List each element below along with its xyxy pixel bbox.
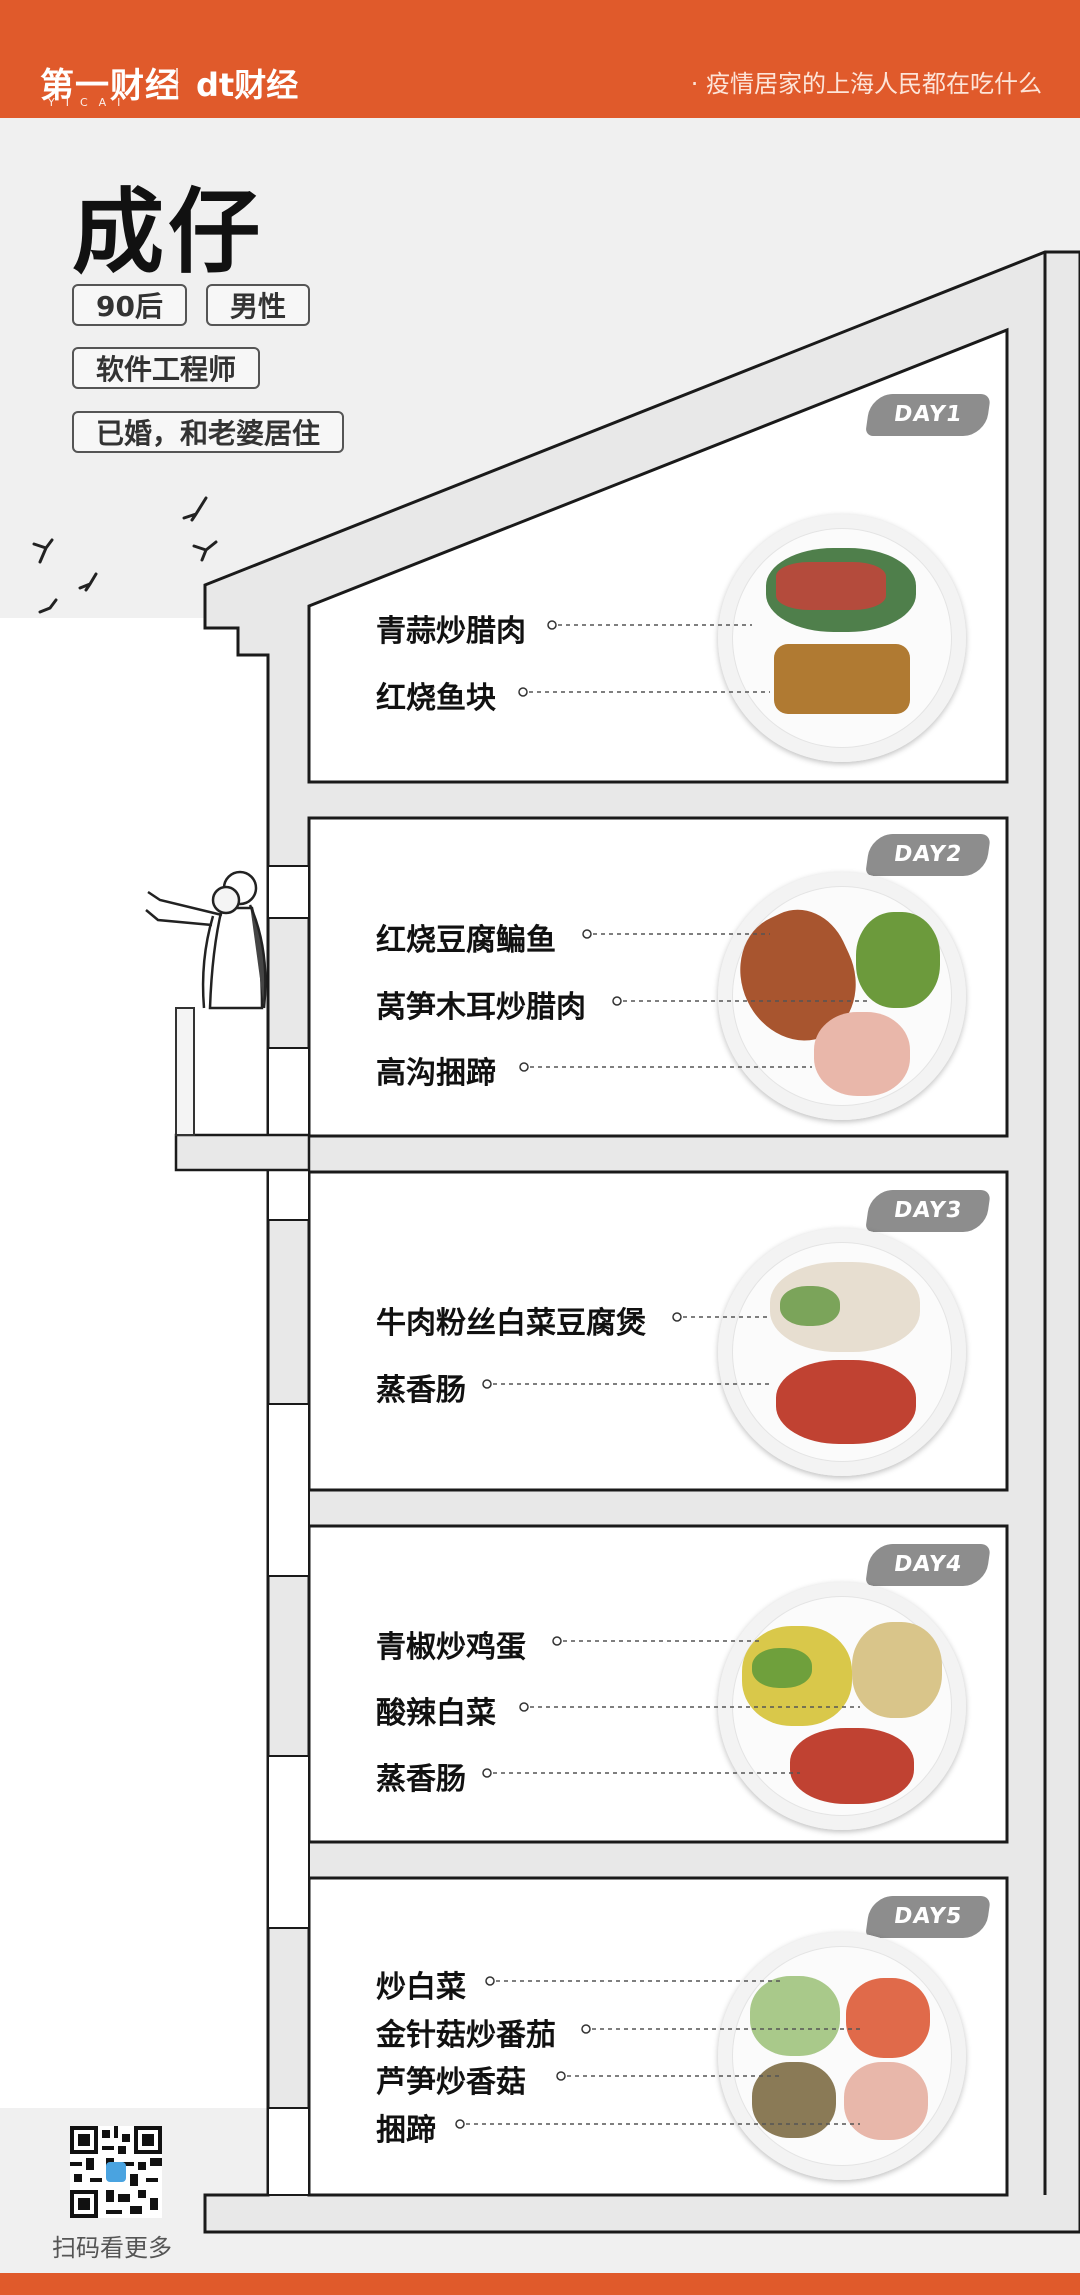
plate-day4 (718, 1582, 966, 1830)
dish-label-day5-2: 金针菇炒番茄 (376, 2018, 556, 2053)
dish-pork-roll-2 (844, 2062, 928, 2140)
birds-icon (32, 496, 218, 614)
tag-gender: 男性 (206, 284, 311, 326)
dish-label-day5-4: 捆蹄 (376, 2113, 436, 2148)
profile-name: 成仔 (72, 179, 265, 286)
plate-day3 (718, 1228, 966, 1476)
dish-label-day2-1: 红烧豆腐鳊鱼 (376, 923, 556, 958)
dish-label-day3-2: 蒸香肠 (376, 1373, 466, 1408)
dish-label-day1-1: 青蒜炒腊肉 (376, 614, 526, 649)
dish-braised-fish (774, 644, 910, 714)
dish-label-day4-3: 蒸香肠 (376, 1762, 466, 1797)
couple-illustration (145, 870, 267, 1010)
dish-label-day2-2: 莴笋木耳炒腊肉 (376, 990, 586, 1025)
dish-sausage-2 (790, 1728, 914, 1804)
qr-code-icon[interactable] (70, 2126, 162, 2218)
dish-label-day4-1: 青椒炒鸡蛋 (376, 1630, 526, 1665)
dish-lettuce-fungus (856, 912, 940, 1008)
dish-sour-cabbage (852, 1622, 942, 1718)
dish-cabbage (750, 1976, 840, 2056)
dish-sausage (776, 1360, 916, 1444)
dish-label-day3-1: 牛肉粉丝白菜豆腐煲 (376, 1306, 646, 1341)
qr-caption: 扫码看更多 (52, 2234, 172, 2262)
balcony-slab (174, 1133, 311, 1172)
plate-day5 (718, 1932, 966, 2180)
plate-day2 (718, 872, 966, 1120)
yicai-logo: 第一财经 (40, 66, 180, 106)
yicai-logo-sub: YICAI (48, 96, 132, 109)
dt-logo: dt财经 (196, 66, 299, 104)
footer-bar (0, 2273, 1080, 2295)
dish-label-day2-3: 高沟捆蹄 (376, 1056, 496, 1091)
dish-label-day4-2: 酸辣白菜 (376, 1696, 496, 1731)
balcony-rail (175, 1007, 195, 1136)
dish-enoki-tomato (846, 1978, 930, 2058)
dish-label-day1-2: 红烧鱼块 (376, 681, 496, 716)
dish-label-day5-1: 炒白菜 (376, 1970, 466, 2005)
dish-asparagus-mushroom (752, 2062, 836, 2138)
dish-label-day5-3: 芦笋炒香菇 (376, 2065, 526, 2100)
tag-occupation: 软件工程师 (72, 347, 261, 389)
header-bar: 第一财经 YICAI dt财经 · 疫情居家的上海人民都在吃什么 (0, 0, 1080, 118)
logo-divider (176, 68, 178, 98)
tag-living: 已婚，和老婆居住 (72, 411, 345, 453)
dish-pork-roll (814, 1012, 910, 1096)
header-tagline: · 疫情居家的上海人民都在吃什么 (690, 70, 1042, 98)
tag-age: 90后 (72, 284, 187, 326)
plate-day1 (718, 514, 966, 762)
